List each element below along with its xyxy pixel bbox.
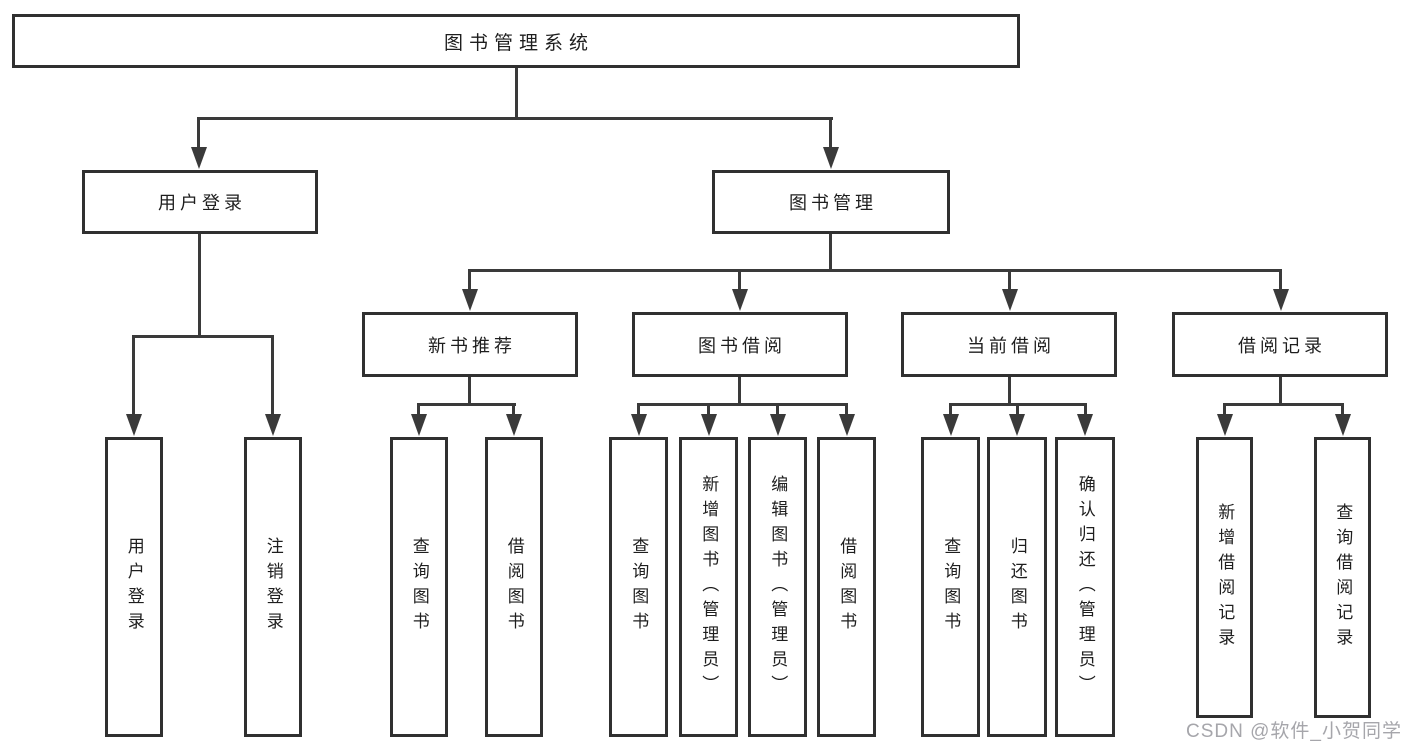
node-label: 图书管理 — [789, 193, 877, 213]
connector-line — [829, 117, 832, 148]
csdn-watermark: CSDN @软件_小贺同学 — [1186, 721, 1402, 742]
arrow-down-icon — [1334, 414, 1351, 436]
connector-line — [468, 269, 471, 291]
connector-line — [637, 403, 848, 406]
connector-line — [1083, 403, 1087, 416]
connector-line — [949, 403, 952, 416]
node-book-management: 图书管理 — [712, 170, 950, 234]
arrow-down-icon — [410, 414, 427, 436]
connector-line — [417, 403, 516, 406]
node-label: 确认归还（管理员） — [1075, 474, 1095, 700]
node-label: 编辑图书（管理员） — [768, 474, 788, 700]
node-borrowing-borrow-books: 借阅图书 — [817, 437, 876, 737]
node-user-login-action: 用户登录 — [105, 437, 163, 737]
connector-line — [1279, 377, 1282, 405]
connector-line — [1341, 403, 1344, 416]
connector-line — [417, 403, 420, 416]
node-confirm-return-admin: 确认归还（管理员） — [1055, 437, 1115, 737]
connector-line — [271, 335, 274, 416]
arrow-down-icon — [1272, 289, 1289, 311]
node-current-borrowing: 当前借阅 — [901, 312, 1117, 377]
node-logout: 注销登录 — [244, 437, 302, 737]
arrow-down-icon — [822, 147, 839, 169]
node-label: 查询借阅记录 — [1333, 502, 1353, 653]
node-label: 注销登录 — [263, 537, 283, 637]
node-current-query-books: 查询图书 — [921, 437, 980, 737]
node-label: 查询图书 — [409, 537, 429, 637]
connector-line — [1015, 403, 1019, 416]
connector-line — [197, 117, 833, 120]
arrow-down-icon — [942, 414, 959, 436]
arrow-down-icon — [731, 289, 748, 311]
arrow-down-icon — [190, 147, 207, 169]
connector-line — [829, 234, 832, 271]
node-library-management-system: 图书管理系统 — [12, 14, 1020, 68]
node-borrowing-query-books: 查询图书 — [609, 437, 668, 737]
arrow-down-icon — [461, 289, 478, 311]
node-borrowing-records: 借阅记录 — [1172, 312, 1388, 377]
connector-line — [1008, 269, 1011, 291]
node-label: 借阅记录 — [1238, 335, 1326, 356]
arrow-down-icon — [1001, 289, 1018, 311]
node-edit-books-admin: 编辑图书（管理员） — [748, 437, 807, 737]
connector-line — [512, 403, 515, 416]
node-label: 用户登录 — [158, 193, 246, 213]
connector-line — [1008, 377, 1011, 405]
connector-line — [637, 403, 640, 416]
node-return-books: 归还图书 — [987, 437, 1047, 737]
node-label: 借阅图书 — [837, 537, 857, 637]
node-add-books-admin: 新增图书（管理员） — [679, 437, 738, 737]
connector-line — [845, 403, 848, 416]
connector-line — [1279, 269, 1282, 291]
connector-line — [1223, 403, 1344, 406]
connector-line — [468, 269, 1282, 272]
arrow-down-icon — [505, 414, 522, 436]
node-label: 新书推荐 — [428, 335, 516, 356]
arrow-down-icon — [630, 414, 647, 436]
arrow-down-icon — [838, 414, 855, 436]
connector-line — [197, 117, 200, 148]
arrow-down-icon — [769, 414, 786, 436]
node-new-book-recommendation: 新书推荐 — [362, 312, 578, 377]
node-label: 归还图书 — [1007, 537, 1027, 637]
node-label: 新增图书（管理员） — [699, 474, 719, 700]
connector-line — [738, 377, 741, 405]
node-label: 当前借阅 — [967, 335, 1055, 356]
node-label: 查询图书 — [941, 537, 961, 637]
connector-line — [132, 335, 274, 338]
arrow-down-icon — [1077, 414, 1093, 436]
connector-line — [738, 269, 741, 291]
node-add-borrow-record: 新增借阅记录 — [1196, 437, 1253, 718]
node-label: 新增借阅记录 — [1215, 502, 1235, 653]
arrow-down-icon — [1009, 414, 1025, 436]
arrow-down-icon — [1216, 414, 1233, 436]
connector-line — [707, 403, 710, 416]
arrow-down-icon — [700, 414, 717, 436]
node-book-borrowing: 图书借阅 — [632, 312, 848, 377]
node-recommend-query-books: 查询图书 — [390, 437, 448, 737]
node-label: 图书借阅 — [698, 335, 786, 356]
connector-line — [776, 403, 779, 416]
connector-line — [1223, 403, 1226, 416]
node-recommend-borrow-books: 借阅图书 — [485, 437, 543, 737]
node-label: 图书管理系统 — [443, 32, 594, 54]
node-label: 借阅图书 — [504, 537, 524, 637]
connector-line — [515, 68, 518, 118]
arrow-down-icon — [264, 414, 281, 436]
connector-line — [468, 377, 471, 405]
connector-line — [132, 335, 135, 416]
node-query-borrow-record: 查询借阅记录 — [1314, 437, 1371, 718]
node-user-login: 用户登录 — [82, 170, 318, 234]
node-label: 用户登录 — [124, 537, 144, 637]
arrow-down-icon — [125, 414, 142, 436]
connector-line — [198, 234, 201, 337]
node-label: 查询图书 — [629, 537, 649, 637]
